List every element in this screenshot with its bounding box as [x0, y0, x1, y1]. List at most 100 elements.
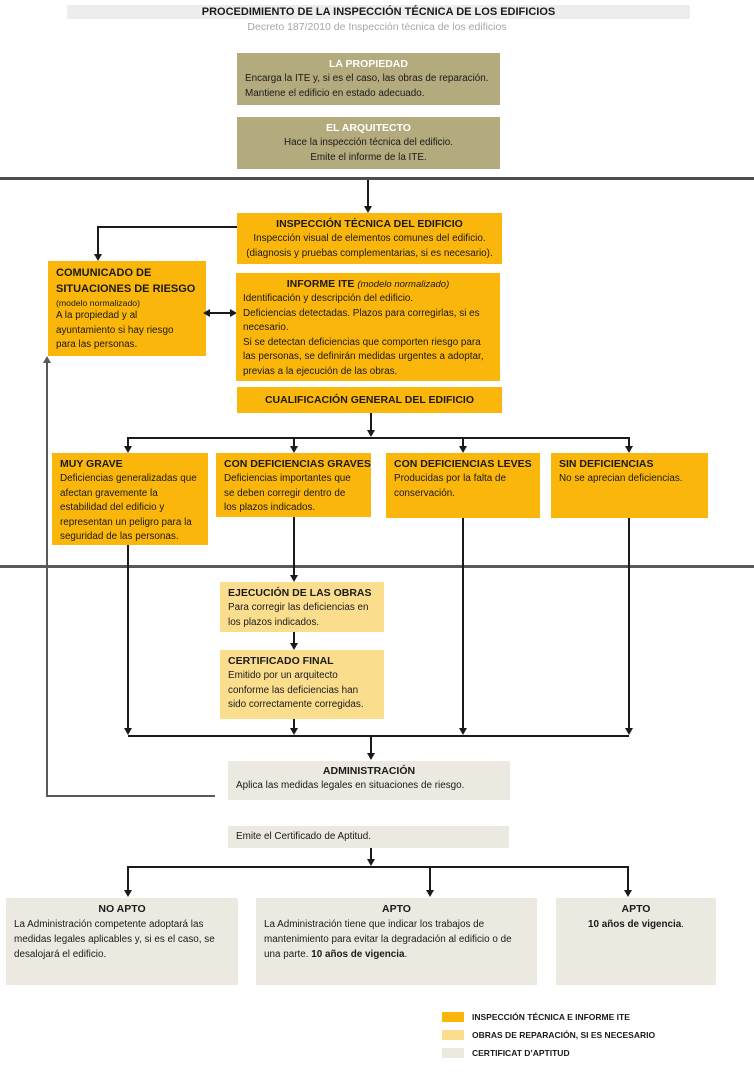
box-deficiencias-leves-body: Producidas por la falta de conservación.: [394, 473, 506, 499]
box-apto-mantenimiento-body: La Administración tiene que indicar los …: [256, 917, 537, 962]
box-deficiencias-leves-title: CON DEFICIENCIAS LEVES: [394, 458, 532, 470]
double-arrow-right: [230, 309, 237, 317]
box-muy-grave-title: MUY GRAVE: [60, 458, 123, 470]
feedback-line-v: [46, 363, 48, 797]
box-sin-deficiencias: SIN DEFICIENCIAS No se aprecian deficien…: [551, 453, 708, 518]
arrowhead-leves: [459, 446, 467, 453]
arrowhead-administracion: [366, 753, 375, 760]
arrowhead-branch-2: [366, 859, 375, 866]
box-informe-title: INFORME ITE: [286, 278, 355, 290]
branch-line-2: [128, 866, 628, 868]
arrowhead-graves: [290, 446, 298, 453]
arrowhead-conv-2: [290, 728, 298, 735]
drop-line-sin: [628, 518, 630, 728]
connector-apto-derecha: [627, 866, 629, 890]
connector-col4: [628, 437, 630, 446]
box-ejecucion-obras-title: EJECUCIÓN DE LAS OBRAS: [228, 587, 372, 599]
box-apto-mantenimiento-title: APTO: [382, 903, 411, 915]
connector-elbow-comunicado-h: [98, 226, 237, 228]
legend-swatch-light-yellow: [442, 1030, 464, 1040]
branch-line: [128, 437, 629, 439]
legend-swatch-orange: [442, 1012, 464, 1022]
divider-middle: [0, 565, 754, 568]
box-cualificacion: CUALIFICACIÓN GENERAL DEL EDIFICIO: [237, 387, 502, 413]
connector-ejec-cert: [293, 632, 295, 643]
box-no-apto-title: NO APTO: [98, 903, 146, 915]
box-el-arquitecto: EL ARQUITECTO Hace la inspección técnica…: [237, 117, 500, 169]
box-apto-vigencia: APTO 10 años de vigencia.: [556, 898, 716, 985]
divider-top: [0, 177, 754, 180]
box-la-propiedad-body: Encarga la ITE y, si es el caso, las obr…: [245, 73, 489, 99]
arrowhead-apto-medio: [426, 890, 434, 897]
arrowhead-sin: [625, 446, 633, 453]
arrowhead-conv-4: [625, 728, 633, 735]
page-title: PROCEDIMIENTO DE LA INSPECCIÓN TÉCNICA D…: [67, 5, 690, 19]
arrowhead-no-apto: [124, 890, 132, 897]
box-la-propiedad-title: LA PROPIEDAD: [329, 58, 408, 70]
arrowhead-ejecucion: [290, 575, 298, 582]
connector-col3: [462, 437, 464, 446]
box-no-apto: NO APTO La Administración competente ado…: [6, 898, 238, 985]
box-comunicado-note: (modelo normalizado): [56, 298, 141, 308]
connector-emite: [370, 848, 372, 859]
box-emite-certificado-body: Emite el Certificado de Aptitud.: [236, 831, 372, 842]
box-certificado-final-title: CERTIFICADO FINAL: [228, 655, 334, 667]
box-inspeccion-body: Inspección visual de elementos comunes d…: [246, 233, 493, 259]
double-arrow-left: [203, 309, 210, 317]
arrowhead-branch: [366, 430, 375, 437]
arrowhead-comunicado: [94, 254, 102, 261]
box-inspeccion: INSPECCIÓN TÉCNICA DEL EDIFICIO Inspecci…: [237, 213, 502, 264]
box-cualificacion-title: CUALIFICACIÓN GENERAL DEL EDIFICIO: [264, 394, 475, 406]
box-comunicado-title: COMUNICADO DE SITUACIONES DE RIESGO: [56, 267, 196, 295]
apto-medio-period: .: [404, 949, 408, 960]
connector-col1: [127, 437, 129, 446]
box-administracion-title: ADMINISTRACIÓN: [322, 765, 416, 777]
arrowhead-conv-1: [124, 728, 132, 735]
apto-derecha-period: .: [681, 919, 685, 930]
drop-line-muy-grave: [127, 545, 129, 728]
legend-label: OBRAS DE REPARACIÓN, SI ES NECESARIO: [472, 1030, 656, 1040]
box-deficiencias-graves: CON DEFICIENCIAS GRAVES Deficiencias imp…: [216, 453, 371, 517]
box-apto-vigencia-body: 10 años de vigencia.: [556, 917, 716, 932]
connector-no-apto: [127, 866, 129, 890]
box-comunicado: COMUNICADO DE SITUACIONES DE RIESGO (mod…: [48, 261, 206, 356]
box-sin-deficiencias-body: No se aprecian deficiencias.: [559, 473, 683, 484]
apto-derecha-vigencia: 10 años de vigencia: [587, 919, 682, 930]
box-deficiencias-graves-body: Deficiencias importantes que se deben co…: [224, 473, 351, 513]
box-apto-vigencia-title: APTO: [621, 903, 651, 915]
connector-cert-conv: [293, 719, 295, 728]
apto-medio-vigencia: 10 años de vigencia: [311, 949, 405, 960]
box-certificado-final: CERTIFICADO FINAL Emitido por un arquite…: [220, 650, 384, 719]
connector-apto-medio: [429, 866, 431, 890]
apto-medio-body-text: La Administración tiene que indicar los …: [264, 919, 512, 960]
box-el-arquitecto-body: Hace la inspección técnica del edificio.…: [283, 137, 454, 163]
connector-cualificacion: [370, 413, 372, 430]
drop-line-leves: [462, 518, 464, 728]
box-comunicado-body: A la propiedad y al ayuntamiento si hay …: [56, 310, 174, 350]
arrowhead-muy-grave: [124, 446, 132, 453]
box-informe-note: (modelo normalizado): [357, 279, 450, 290]
box-deficiencias-graves-title: CON DEFICIENCIAS GRAVES: [224, 458, 371, 470]
box-el-arquitecto-title: EL ARQUITECTO: [326, 122, 411, 134]
box-administracion-body: Aplica las medidas legales en situacione…: [236, 780, 465, 791]
connector-administracion: [370, 737, 372, 753]
box-no-apto-body: La Administración competente adoptará la…: [14, 919, 215, 960]
box-inspeccion-title: INSPECCIÓN TÉCNICA DEL EDIFICIO: [276, 218, 463, 230]
arrowhead-apto-derecha: [624, 890, 632, 897]
connector-elbow-comunicado-v: [97, 226, 99, 254]
box-deficiencias-leves: CON DEFICIENCIAS LEVES Producidas por la…: [386, 453, 540, 518]
arrowhead-conv-3: [459, 728, 467, 735]
connector-col2: [293, 437, 295, 446]
arrowhead-certificado: [290, 643, 298, 650]
box-informe-body: Identificación y descripción del edifici…: [243, 293, 484, 377]
box-informe: INFORME ITE (modelo normalizado) Identif…: [236, 273, 500, 381]
double-arrow-line: [209, 312, 231, 314]
box-ejecucion-obras-body: Para corregir las deficiencias en los pl…: [228, 602, 369, 628]
legend-swatch-beige: [442, 1048, 464, 1058]
connector-top: [367, 180, 369, 206]
box-sin-deficiencias-title: SIN DEFICIENCIAS: [559, 458, 654, 470]
box-apto-mantenimiento: APTO La Administración tiene que indicar…: [256, 898, 537, 985]
arrowhead-feedback-up: [43, 356, 51, 363]
box-administracion: ADMINISTRACIÓN Aplica las medidas legale…: [228, 761, 510, 800]
